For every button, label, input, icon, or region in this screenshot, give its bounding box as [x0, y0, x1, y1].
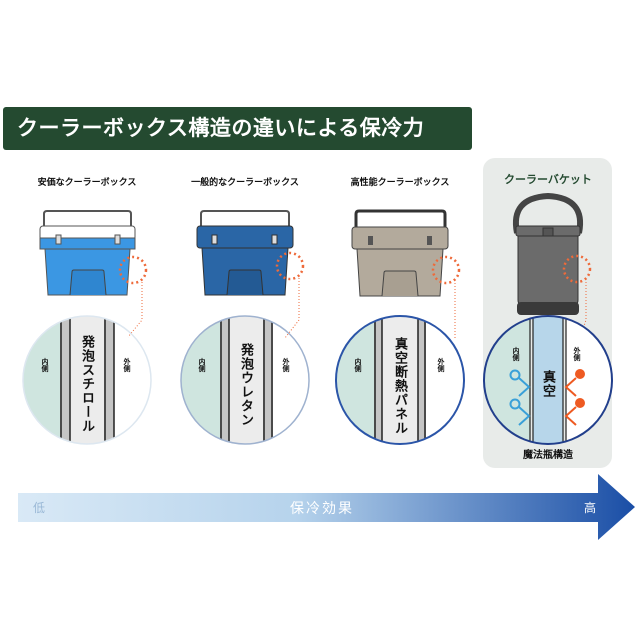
material-label: 発泡スチロール: [79, 335, 94, 433]
scale-high-label: 高: [584, 501, 597, 515]
inner-label: 内側: [354, 358, 362, 372]
cooler-bucket-illustration: [513, 192, 583, 315]
section-circle-styrofoam: [23, 316, 115, 444]
outer-label: 外側: [573, 347, 581, 361]
outer-label: 外側: [282, 358, 290, 372]
material-label: 発泡ウレタン: [238, 343, 253, 427]
section-circle-vacuum-panel: [336, 316, 426, 444]
inner-label: 内側: [41, 358, 49, 372]
outer-label: 外側: [123, 358, 131, 372]
highlight-markers: [118, 251, 592, 285]
standard-cooler-illustration: [196, 210, 294, 296]
inner-label: 内側: [198, 358, 206, 372]
material-label: 真空: [540, 370, 555, 398]
inner-label: 内側: [512, 347, 520, 361]
column-label-bucket: クーラーバケット: [504, 173, 592, 186]
material-label: 真空断熱パネル: [392, 337, 407, 435]
scale-low-label: 低: [33, 501, 46, 515]
column-label-standard: 一般的なクーラーボックス: [191, 178, 299, 188]
structure-label: 魔法瓶構造: [523, 450, 573, 461]
column-label-premium: 高性能クーラーボックス: [350, 178, 450, 188]
cooling-effect-arrow: [18, 474, 635, 540]
page-title: クーラーボックス構造の違いによる保冷力: [3, 107, 472, 150]
premium-cooler-illustration: [351, 209, 449, 297]
scale-title: 保冷効果: [290, 501, 354, 517]
outer-label: 外側: [437, 358, 445, 372]
column-label-cheap: 安価なクーラーボックス: [37, 178, 137, 188]
section-circle-urethane: [181, 316, 273, 444]
cheap-cooler-illustration: [39, 210, 136, 296]
